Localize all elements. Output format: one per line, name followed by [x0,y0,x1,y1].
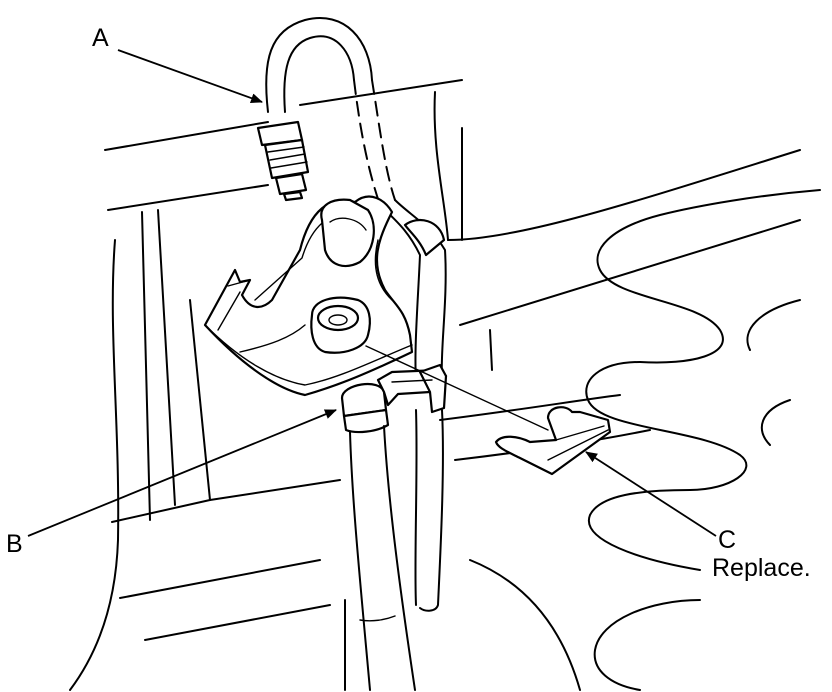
leader-c [585,451,717,537]
callout-c-label: C [718,526,736,554]
leader-a [117,49,263,103]
leader-b [27,409,337,537]
brake-hose-lower [340,383,416,691]
callout-a-label: A [92,24,109,52]
removed-clip-c [365,345,612,476]
flexible-hose-right [379,199,447,612]
scalloped-structure [585,189,821,691]
callout-b-label: B [6,530,23,558]
installed-clip [376,363,448,414]
mounting-bracket [203,195,414,397]
brake-pipe-upper [256,17,396,206]
background-panels [69,79,801,691]
callout-c-note: Replace. [712,554,811,582]
